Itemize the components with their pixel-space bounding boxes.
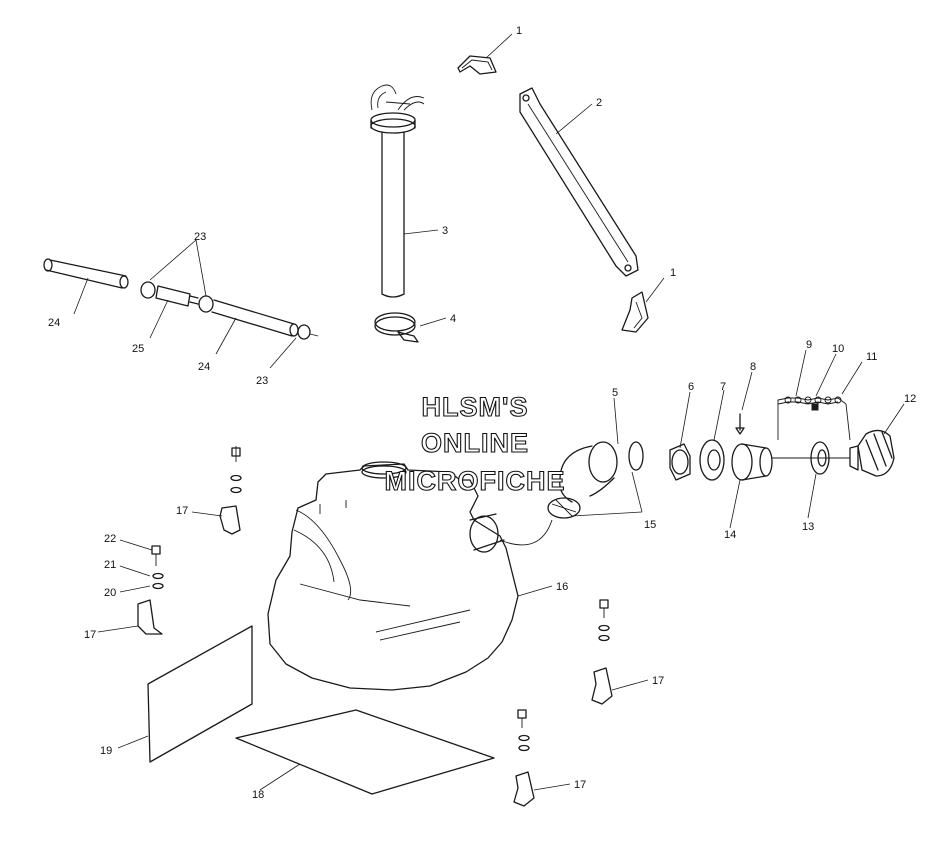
- callout-1-upper: 1: [516, 25, 522, 37]
- callout-24-middle: 24: [198, 361, 210, 373]
- callout-18: 18: [252, 789, 264, 801]
- tether-chain-9-10-11: [777, 396, 851, 441]
- callout-23-upper: 23: [194, 231, 206, 243]
- callout-17-a: 17: [176, 505, 188, 517]
- gasket-7: [699, 439, 725, 481]
- callout-6: 6: [688, 381, 694, 393]
- hose-clamps-15: [547, 441, 644, 519]
- callout-9: 9: [806, 339, 812, 351]
- bracket-17-a: [219, 446, 242, 535]
- callout-17-c: 17: [652, 675, 664, 687]
- callout-5: 5: [612, 387, 618, 399]
- callout-10: 10: [832, 343, 844, 355]
- callout-15: 15: [644, 519, 656, 531]
- callout-13: 13: [802, 521, 814, 533]
- callout-3: 3: [442, 225, 448, 237]
- strap-2: [519, 87, 639, 277]
- bracket-17-b: [137, 545, 164, 635]
- o-ring-13: [810, 441, 830, 475]
- callout-12: 12: [904, 393, 916, 405]
- callout-14: 14: [724, 529, 736, 541]
- fuel-hose-assembly: [43, 258, 319, 340]
- callout-17-b: 17: [84, 629, 96, 641]
- pad-18: [235, 709, 495, 795]
- fuel-tank-16: [267, 461, 553, 691]
- callout-7: 7: [720, 381, 726, 393]
- callout-23-lower: 23: [256, 375, 268, 387]
- callout-24-left: 24: [48, 317, 60, 329]
- watermark-line-2: ONLINE: [421, 428, 529, 458]
- fuel-cap-12: [800, 429, 895, 477]
- bracket-17-c: [591, 599, 613, 705]
- watermark-line-1: HLSM'S: [422, 392, 529, 422]
- leader-lines: [73, 33, 905, 791]
- filler-hose-5: [559, 441, 618, 503]
- callout-8: 8: [750, 361, 756, 373]
- filler-neck-14: [731, 443, 800, 481]
- clip-1-upper: [457, 55, 497, 75]
- pad-19: [147, 625, 253, 763]
- callout-11: 11: [866, 351, 877, 363]
- bracket-17-d: [513, 709, 535, 807]
- callout-22: 22: [104, 533, 116, 545]
- callout-4: 4: [450, 313, 456, 325]
- screw-8: [735, 413, 745, 435]
- fuel-pickup-3: [370, 84, 425, 298]
- callout-labels: 1 2 3 4 1 23 24 25 24 23 5 6 7 8 9 10 11…: [48, 25, 916, 801]
- hose-clamp-4: [374, 312, 419, 343]
- callout-19: 19: [100, 745, 112, 757]
- clip-1-lower: [621, 291, 649, 333]
- watermark: HLSM'S ONLINE MICROFICHE: [384, 391, 566, 496]
- callout-1-lower: 1: [670, 267, 676, 279]
- callout-16: 16: [556, 581, 568, 593]
- callout-2: 2: [596, 97, 602, 109]
- callout-25: 25: [132, 343, 144, 355]
- watermark-line-3: MICROFICHE: [385, 466, 566, 496]
- filler-nut-6: [669, 443, 691, 481]
- callout-17-d: 17: [574, 779, 586, 791]
- callout-20: 20: [104, 587, 116, 599]
- callout-21: 21: [104, 559, 116, 571]
